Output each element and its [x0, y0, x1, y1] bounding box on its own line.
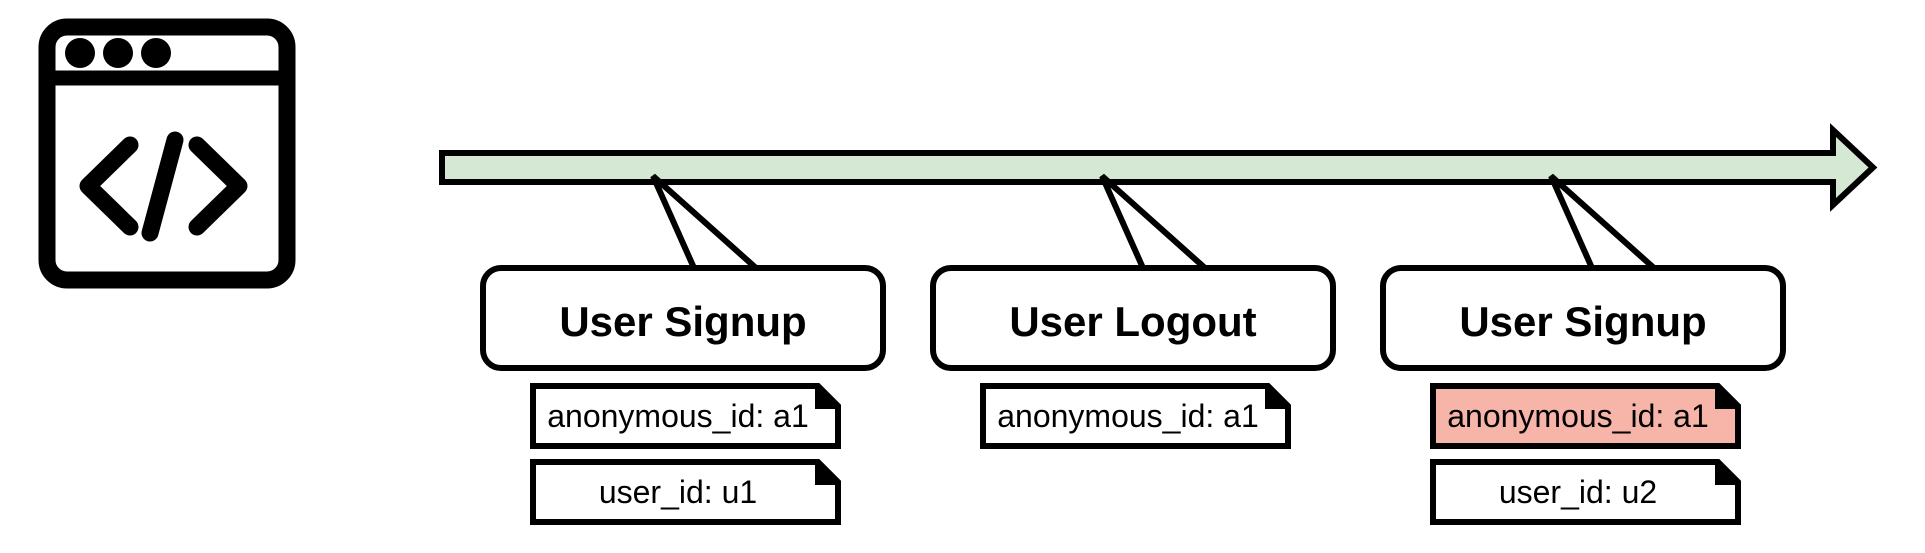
note-fold-corner-1-2 [815, 462, 838, 485]
note-3-2[interactable]: user_id: u2 [1430, 459, 1741, 525]
note-body-3-2 [1430, 459, 1741, 525]
note-label-3-2: user_id: u2 [1499, 474, 1657, 510]
note-fold-corner-3-2 [1715, 462, 1738, 485]
event-box-2[interactable] [930, 265, 1336, 371]
note-label-3-1: anonymous_id: a1 [1447, 398, 1709, 434]
window-dot-1 [65, 38, 95, 68]
event-title-1: User Signup [559, 298, 806, 345]
note-body-1-2 [530, 459, 841, 525]
note-label-2-1: anonymous_id: a1 [997, 398, 1259, 434]
note-body-1-1 [530, 383, 841, 449]
note-3-1[interactable]: anonymous_id: a1 [1430, 383, 1741, 449]
event-group-1: User Signup anonymous_id: a1 user_id: u1 [480, 265, 886, 525]
event-box-3[interactable] [1380, 265, 1786, 371]
callout-pointer-1 [650, 173, 764, 271]
note-2-1[interactable]: anonymous_id: a1 [980, 383, 1291, 449]
note-1-1[interactable]: anonymous_id: a1 [530, 383, 841, 449]
timeline-arrow [439, 123, 1878, 212]
event-group-2: User Logout anonymous_id: a1 [930, 265, 1336, 449]
code-window-icon [38, 18, 296, 289]
event-title-2: User Logout [1009, 298, 1256, 345]
callout-pointer-3 [1548, 173, 1662, 271]
callout-pointer-2 [1099, 173, 1213, 271]
note-body-2-1 [980, 383, 1291, 449]
note-label-1-2: user_id: u1 [599, 474, 757, 510]
event-group-3: User Signup anonymous_id: a1 user_id: u2 [1380, 265, 1786, 525]
note-fold-corner-2-1 [1265, 386, 1288, 409]
note-fold-corner-1-1 [815, 386, 838, 409]
note-label-1-1: anonymous_id: a1 [547, 398, 809, 434]
left-angle-bracket-icon [79, 136, 139, 236]
window-dot-3 [141, 38, 171, 68]
slash-icon [141, 131, 184, 242]
right-angle-bracket-icon [188, 136, 248, 236]
event-title-3: User Signup [1459, 298, 1706, 345]
note-1-2[interactable]: user_id: u1 [530, 459, 841, 525]
event-box-1[interactable] [480, 265, 886, 371]
note-fold-corner-3-1 [1715, 386, 1738, 409]
note-body-3-1-highlighted [1430, 383, 1741, 449]
window-dot-2 [103, 38, 133, 68]
